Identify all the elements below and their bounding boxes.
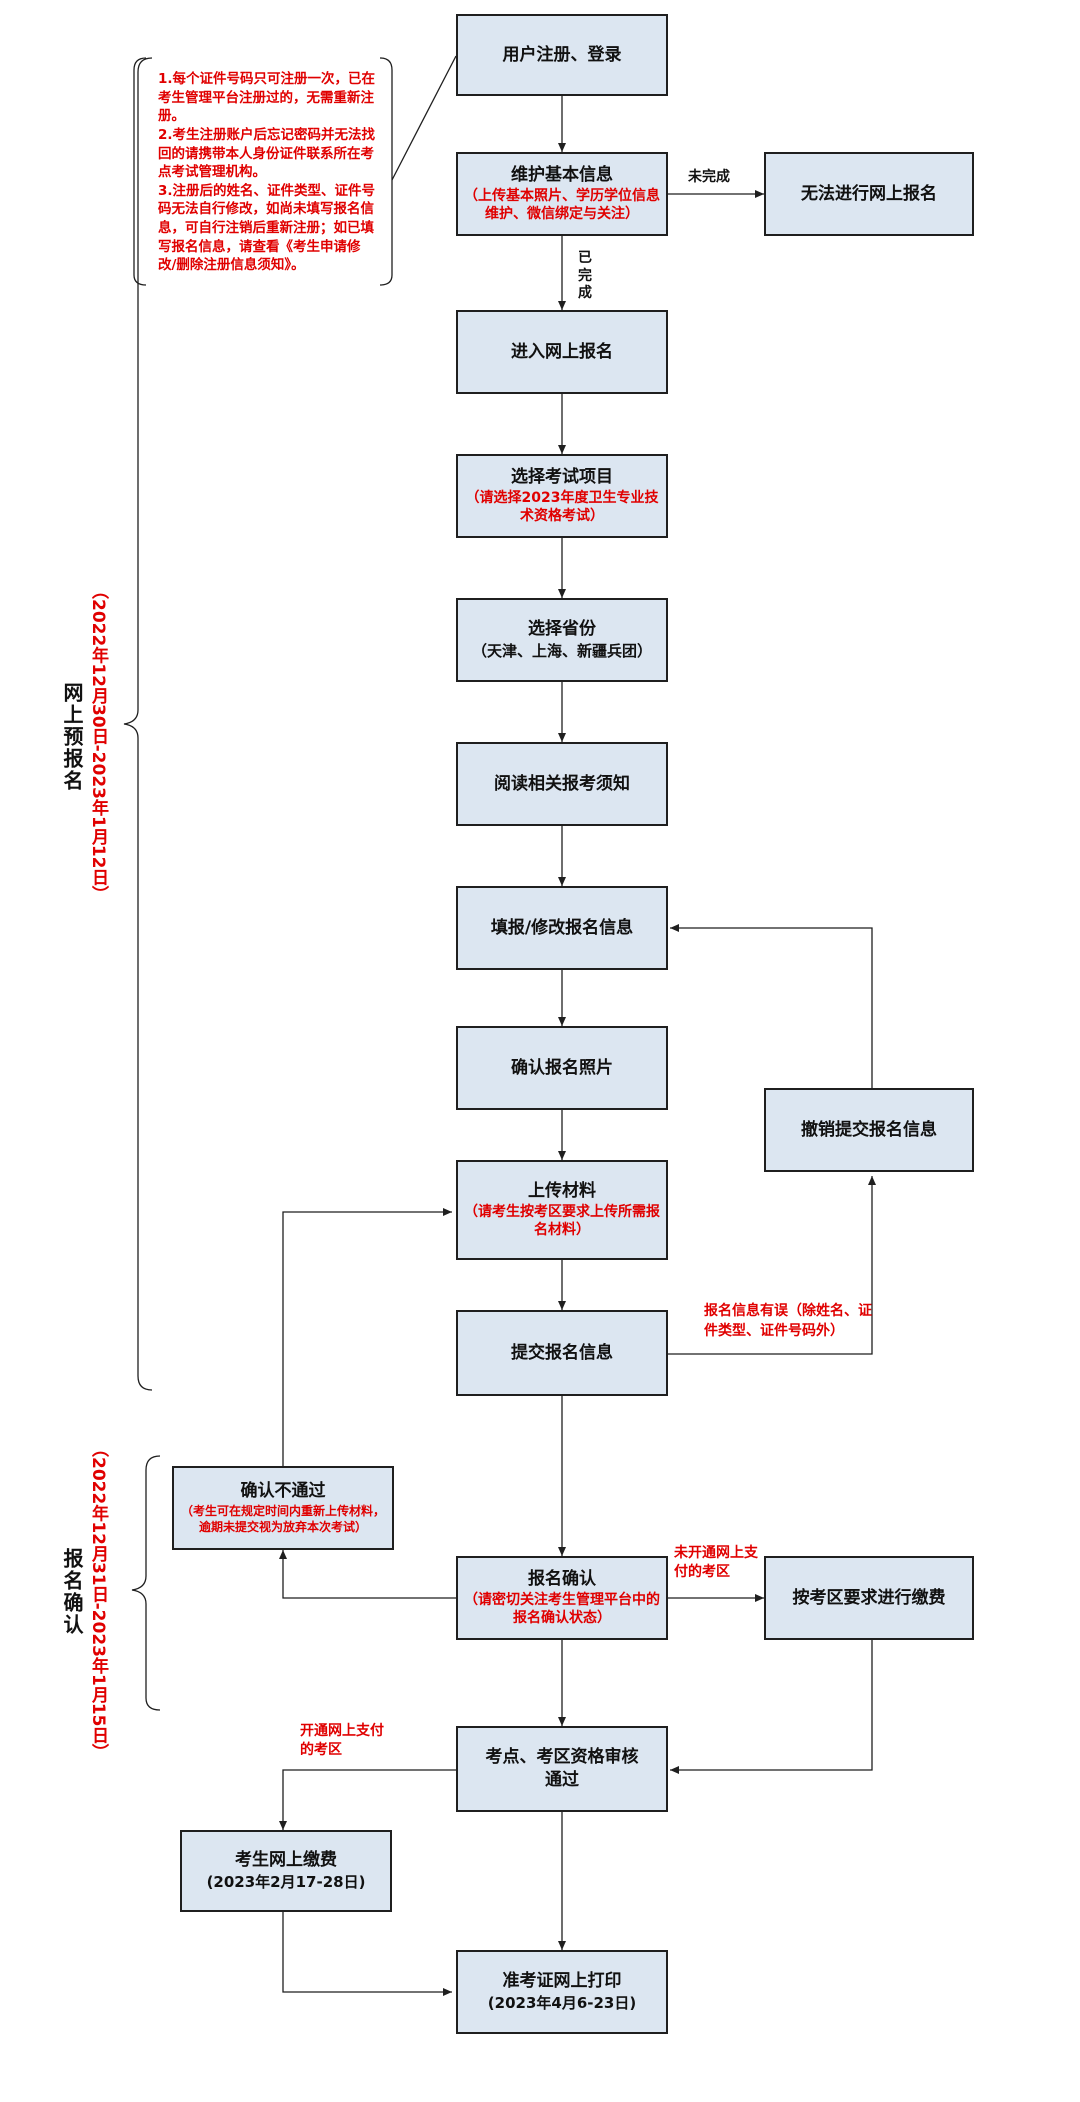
arrow-fail-to-upload	[282, 1208, 452, 1466]
box-title: 确认报名照片	[511, 1057, 613, 1078]
box-title: 按考区要求进行缴费	[792, 1587, 946, 1608]
box-submit-info: 提交报名信息	[456, 1310, 668, 1396]
box-upload-materials: 上传材料 （请考生按考区要求上传所需报名材料）	[456, 1160, 668, 1260]
box-subtitle: (2023年4月6-23日)	[487, 1994, 637, 2013]
arrow-payonline-to-print	[282, 1912, 452, 1996]
box-read-instructions: 阅读相关报考须知	[456, 742, 668, 826]
edge-label-no-online-pay: 未开通网上支付的考区	[674, 1545, 758, 1580]
confirm-stage-date: （2022年12月31日-2023年1月15日）	[88, 1440, 108, 1761]
box-subtitle: (2023年2月17-28日)	[206, 1873, 366, 1892]
notes-connector	[391, 55, 457, 181]
registration-notes: 1.每个证件号码只可注册一次，已在考生管理平台注册过的，无需重新注册。 2.考生…	[158, 70, 378, 275]
note-2: 2.考生注册账户后忘记密码并无法找回的请携带本人身份证件联系所在考点考试管理机构…	[158, 126, 376, 181]
box-select-exam-project: 选择考试项目 （请选择2023年度卫生专业技术资格考试）	[456, 454, 668, 538]
box-select-province: 选择省份 （天津、上海、新疆兵团）	[456, 598, 668, 682]
box-title: 报名确认	[528, 1568, 596, 1589]
box-online-payment: 考生网上缴费 (2023年2月17-28日)	[180, 1830, 392, 1912]
box-title: 用户注册、登录	[502, 44, 622, 65]
box-subtitle: （考生可在规定时间内重新上传材料，逾期未提交视为放弃本次考试）	[180, 1504, 385, 1535]
box-confirm-photo: 确认报名照片	[456, 1026, 668, 1110]
arrow-revoke-to-fill	[670, 924, 873, 1088]
box-maintain-basic-info: 维护基本信息 （上传基本照片、学历学位信息维护、微信绑定与关注）	[456, 152, 668, 236]
box-print-admission-ticket: 准考证网上打印 (2023年4月6-23日)	[456, 1950, 668, 2034]
arrow-paylocal-to-review	[670, 1640, 873, 1774]
box-title: 无法进行网上报名	[801, 183, 937, 204]
box-subtitle: （请密切关注考生管理平台中的报名确认状态）	[464, 1591, 660, 1627]
box-subtitle: （上传基本照片、学历学位信息维护、微信绑定与关注）	[464, 187, 660, 223]
box-title: 进入网上报名	[511, 341, 613, 362]
arrow-review-to-payonline	[279, 1769, 456, 1830]
box-title: 确认不通过	[240, 1481, 326, 1502]
box-title: 选择省份	[528, 619, 596, 640]
pre-registration-stage-date: （2022年12月30日-2023年1月12日）	[88, 582, 108, 903]
box-title: 考生网上缴费	[235, 1850, 337, 1871]
box-title: 提交报名信息	[511, 1342, 613, 1363]
box-user-register-login: 用户注册、登录	[456, 14, 668, 96]
box-enter-online-registration: 进入网上报名	[456, 310, 668, 394]
pre-registration-stage-title: 网上预报名	[60, 682, 84, 792]
box-title: 填报/修改报名信息	[490, 917, 634, 938]
box-qualification-review-passed: 考点、考区资格审核通过	[456, 1726, 668, 1812]
confirm-stage-title: 报名确认	[60, 1548, 84, 1636]
box-title: 上传材料	[528, 1180, 596, 1201]
edge-label-completed: 已完成	[578, 250, 592, 301]
box-title: 阅读相关报考须知	[494, 773, 630, 794]
box-confirmation-failed: 确认不通过 （考生可在规定时间内重新上传材料，逾期未提交视为放弃本次考试）	[172, 1466, 394, 1550]
edge-label-online-pay: 开通网上支付的考区	[300, 1723, 384, 1758]
box-title: 考点、考区资格审核通过	[485, 1747, 639, 1790]
box-subtitle: （天津、上海、新疆兵团）	[471, 642, 652, 661]
notes-bracket-left	[133, 57, 147, 286]
box-pay-per-region: 按考区要求进行缴费	[764, 1556, 974, 1640]
arrow-confirm-to-fail	[279, 1550, 456, 1599]
note-3: 3.注册后的姓名、证件类型、证件号码无法自行修改，如尚未填写报名信息，可自行注销…	[158, 182, 376, 274]
edge-label-incomplete: 未完成	[688, 169, 730, 185]
box-title: 维护基本信息	[511, 164, 613, 185]
note-1: 1.每个证件号码只可注册一次，已在考生管理平台注册过的，无需重新注册。	[158, 71, 376, 125]
notes-bracket-right	[379, 57, 393, 286]
confirm-stage-brace	[131, 1455, 161, 1711]
box-title: 撤销提交报名信息	[801, 1119, 937, 1140]
box-registration-confirmation: 报名确认 （请密切关注考生管理平台中的报名确认状态）	[456, 1556, 668, 1640]
box-subtitle: （请考生按考区要求上传所需报名材料）	[464, 1203, 660, 1239]
arrow-submit-to-revoke	[668, 1176, 876, 1355]
box-revoke-submission: 撤销提交报名信息	[764, 1088, 974, 1172]
box-cannot-register-online: 无法进行网上报名	[764, 152, 974, 236]
box-title: 准考证网上打印	[502, 1971, 622, 1992]
edge-label-info-error: 报名信息有误（除姓名、证件类型、证件号码外）	[704, 1303, 872, 1339]
box-fill-modify-info: 填报/修改报名信息	[456, 886, 668, 970]
box-subtitle: （请选择2023年度卫生专业技术资格考试）	[465, 489, 659, 525]
box-title: 选择考试项目	[511, 466, 613, 487]
pre-stage-brace	[123, 57, 153, 1391]
